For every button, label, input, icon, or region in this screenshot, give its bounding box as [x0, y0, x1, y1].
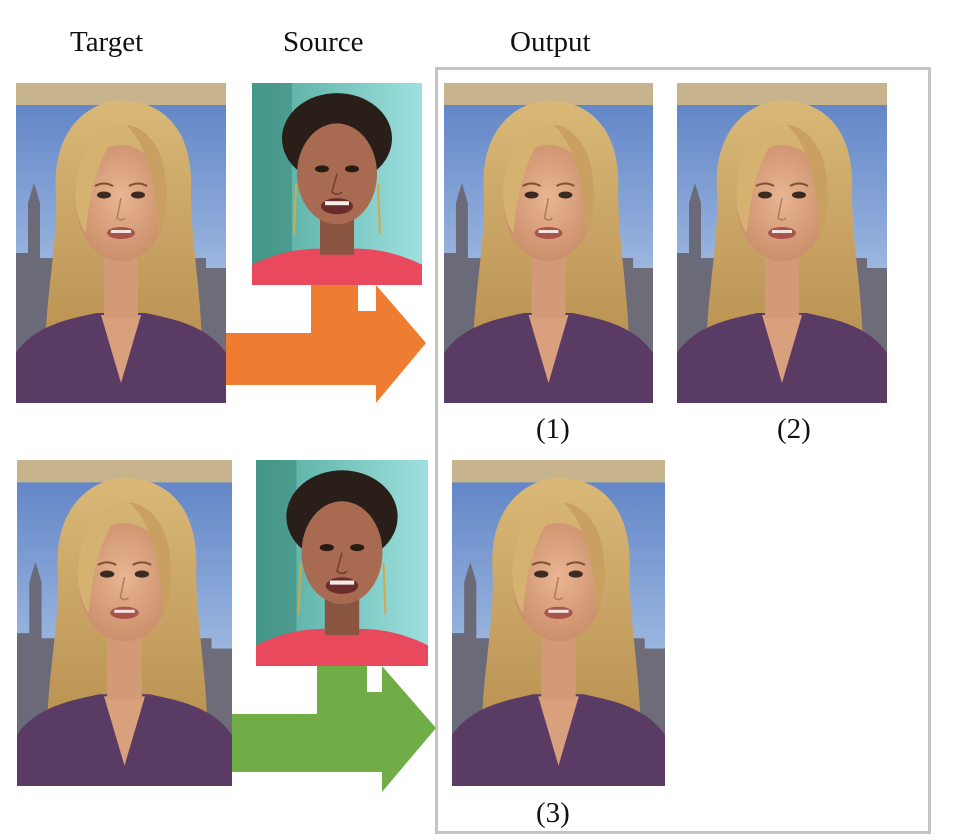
source-column-header: Source [283, 26, 364, 58]
output-caption-2: (2) [777, 413, 811, 445]
output-photo-1 [444, 83, 653, 403]
output-column-header: Output [510, 26, 591, 58]
output-photo-3 [452, 460, 665, 786]
output-frame [435, 67, 931, 834]
row2-green-arrow [232, 666, 436, 792]
row2-target-photo [17, 460, 232, 786]
row1-target-photo [16, 83, 226, 403]
output-caption-3: (3) [536, 797, 570, 829]
row2-source-photo [256, 460, 428, 666]
output-caption-1: (1) [536, 413, 570, 445]
target-column-header: Target [70, 26, 144, 58]
row1-source-photo [252, 83, 422, 285]
output-photo-2 [677, 83, 887, 403]
row1-orange-arrow [226, 285, 426, 403]
